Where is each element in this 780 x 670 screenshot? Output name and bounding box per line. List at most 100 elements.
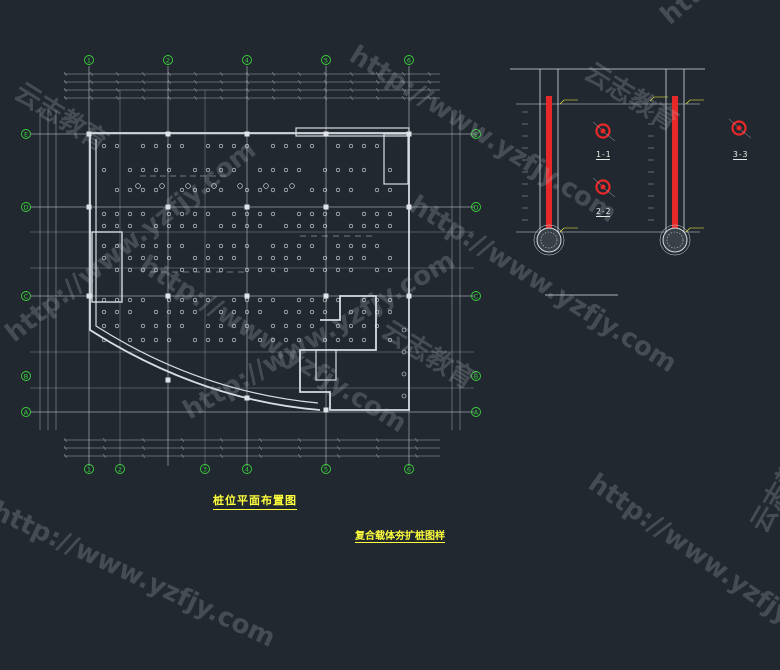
elevation-marker <box>559 227 578 233</box>
pile-circle <box>114 309 120 315</box>
pile-circle <box>231 309 237 315</box>
pile-circle <box>348 243 354 249</box>
pile-circle <box>231 223 237 229</box>
pile-circle <box>348 223 354 229</box>
pile-circle <box>309 309 315 315</box>
dimension-tick <box>375 71 380 77</box>
dimension-tick <box>245 71 250 77</box>
pile-circle <box>205 211 211 217</box>
pile-circle <box>153 337 159 343</box>
axis-bubble <box>471 202 481 212</box>
dimension-tick <box>115 87 120 93</box>
pile-circle <box>270 143 276 149</box>
pile-circle <box>231 337 237 343</box>
pile-reinforcement-bar <box>672 96 678 236</box>
pile-circle <box>153 187 159 193</box>
dimension-tick <box>375 87 380 93</box>
pile-circle <box>179 323 185 329</box>
dimension-tick <box>349 87 354 93</box>
pile-circle <box>218 309 224 315</box>
pile-circle <box>218 167 224 173</box>
dimension-tick <box>180 453 185 459</box>
pile-circle <box>270 255 276 261</box>
pile-circle <box>140 255 146 261</box>
pile-circle <box>322 167 328 173</box>
dimension-tick <box>414 445 419 451</box>
dimension-tick <box>349 71 354 77</box>
pile-circle <box>309 143 315 149</box>
pile-circle <box>401 327 407 333</box>
pile-circle <box>231 243 237 249</box>
pile-circle <box>348 309 354 315</box>
dimension-tick <box>193 71 198 77</box>
dimension-tick <box>63 95 68 101</box>
pile-circle <box>361 255 367 261</box>
pile-circle <box>309 243 315 249</box>
pile-circle <box>101 309 107 315</box>
plan-title: 桩位平面布置图 <box>213 492 297 510</box>
dimension-tick <box>219 71 224 77</box>
pile-circle <box>244 187 250 193</box>
column-square <box>165 204 171 210</box>
pile-section-ring <box>731 120 747 136</box>
axis-bubble-label: 4 <box>245 465 249 473</box>
pile-circle <box>140 143 146 149</box>
pile-circle <box>153 255 159 261</box>
axis-bubble <box>242 55 252 65</box>
pile-circle <box>335 337 341 343</box>
pile-circle <box>283 167 289 173</box>
dimension-tick <box>271 71 276 77</box>
column-square <box>323 131 329 137</box>
pile-circle <box>127 337 133 343</box>
column-square <box>86 293 92 299</box>
dimension-tick <box>297 453 302 459</box>
pile-circle <box>374 223 380 229</box>
pile-circle <box>361 211 367 217</box>
pile-circle <box>289 183 295 189</box>
pile-circle <box>374 297 380 303</box>
dimension-tick <box>219 453 224 459</box>
pile-circle <box>374 243 380 249</box>
dimension-tick <box>63 437 68 443</box>
dimension-tick <box>271 95 276 101</box>
pile-circle <box>153 167 159 173</box>
dimension-tick <box>401 79 406 85</box>
pile-circle <box>335 267 341 273</box>
pile-section-ring <box>595 179 611 195</box>
room-outline <box>295 127 410 137</box>
pile-circle <box>270 187 276 193</box>
pile-circle <box>140 267 146 273</box>
column-square <box>244 204 250 210</box>
pile-circle <box>270 243 276 249</box>
dimension-tick <box>375 79 380 85</box>
pile-circle <box>179 187 185 193</box>
dimension-tick <box>297 437 302 443</box>
pile-circle <box>270 167 276 173</box>
pile-circle <box>322 267 328 273</box>
pile-circle <box>127 255 133 261</box>
pile-circle <box>322 297 328 303</box>
pile-circle <box>257 297 263 303</box>
section-label-3-3: 3-3 <box>733 150 748 160</box>
pile-circle <box>205 255 211 261</box>
dimension-tick <box>193 79 198 85</box>
pile-circle <box>127 167 133 173</box>
pile-circle <box>335 255 341 261</box>
pile-circle <box>387 309 393 315</box>
pile-circle <box>192 211 198 217</box>
axis-bubble <box>21 407 31 417</box>
pile-circle <box>283 243 289 249</box>
pile-circle <box>296 309 302 315</box>
axis-bubble-label: D <box>23 203 28 211</box>
dimension-tick <box>427 79 432 85</box>
pile-circle <box>114 267 120 273</box>
pile-circle <box>270 323 276 329</box>
dimension-tick <box>245 87 250 93</box>
dimension-tick <box>141 437 146 443</box>
pile-circle <box>205 167 211 173</box>
pile-circle <box>361 323 367 329</box>
pile-circle <box>166 309 172 315</box>
pile-circle <box>348 337 354 343</box>
pile-circle <box>192 223 198 229</box>
pile-circle <box>218 143 224 149</box>
